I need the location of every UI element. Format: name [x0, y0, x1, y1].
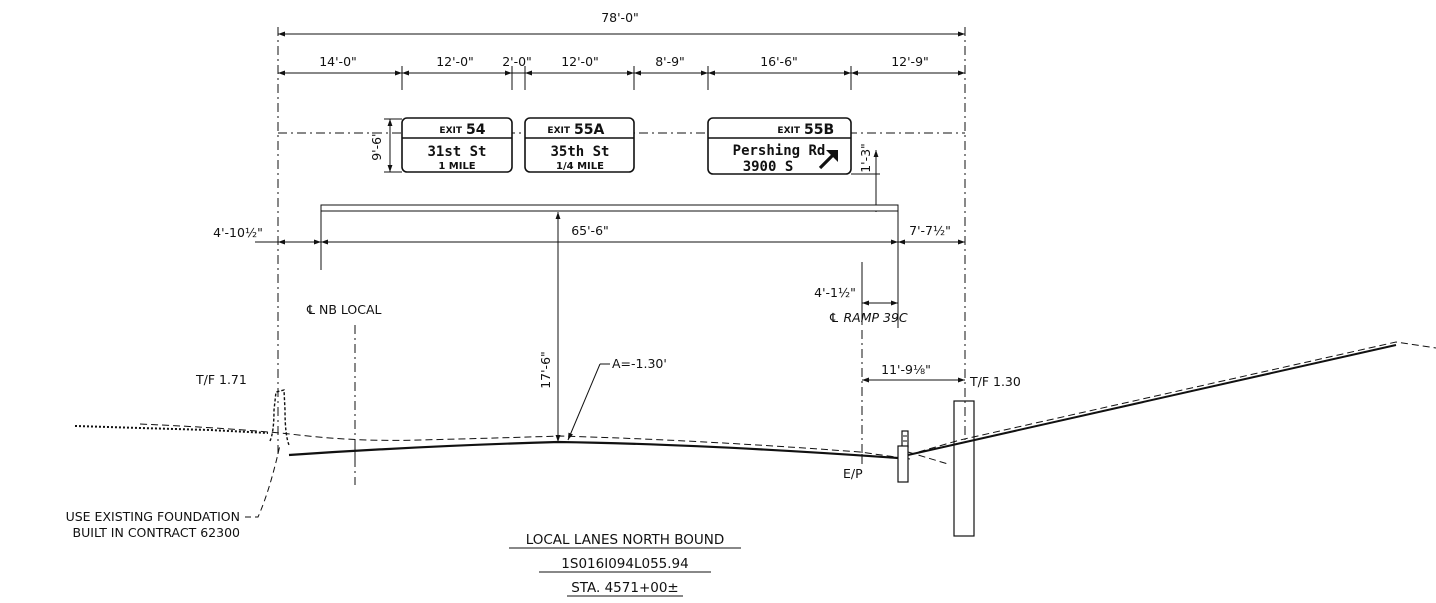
- title-line2: 1S016I094L055.94: [561, 556, 688, 572]
- edge-pavement-label: E/P: [843, 466, 863, 481]
- sign-destination: Pershing Rd: [733, 143, 826, 159]
- foundation-note: USE EXISTING FOUNDATION BUILT IN CONTRAC…: [66, 444, 281, 540]
- sign-destination: 31st St: [427, 144, 486, 160]
- roadway-profile: [74, 423, 911, 464]
- right-foundation: T/F 1.30: [953, 374, 1021, 537]
- up-right-arrow-icon: [818, 150, 838, 170]
- title-line1: LOCAL LANES NORTH BOUND: [526, 532, 725, 548]
- exit-number: 54: [466, 122, 486, 138]
- dim-label: 16'-6": [760, 54, 798, 69]
- sign-distance: 1 MILE: [438, 161, 475, 172]
- ramp-offset-label: 4'-1½": [814, 285, 856, 300]
- tf-right-label: T/F 1.30: [969, 374, 1021, 389]
- sign-offset-dimension: 1'-3": [851, 143, 880, 212]
- truss-dimension-row: 4'-10½" 65'-6" 7'-7½": [213, 223, 965, 245]
- clearance-note-label: A=-1.30': [612, 356, 667, 371]
- ramp-offset-dimension: 4'-1½" ℄ RAMP 39C: [814, 262, 908, 462]
- foundation-note-line2: BUILT IN CONTRACT 62300: [73, 525, 240, 540]
- sign-height-label: 9'-6": [369, 131, 384, 161]
- truss-length-label: 65'-6": [571, 223, 609, 238]
- sign-offset-label: 1'-3": [858, 143, 873, 173]
- truss: [320, 204, 899, 328]
- clearance-label: 17'-6": [538, 351, 553, 389]
- dim-label: 12'-0": [561, 54, 599, 69]
- left-offset-label: 4'-10½": [213, 225, 263, 240]
- sign-destination: 35th St: [550, 144, 609, 160]
- shoulder-offset-dimension: 11'-9⅛": [862, 362, 965, 383]
- dim-label: 2'-0": [502, 54, 532, 69]
- centerline-ramp-label: ℄ RAMP 39C: [828, 310, 908, 325]
- dim-label: 8'-9": [655, 54, 685, 69]
- barrier: [897, 430, 909, 483]
- centerline-nb-local: ℄ NB LOCAL: [306, 302, 382, 485]
- dim-label: 12'-0": [436, 54, 474, 69]
- left-foundation: T/F 1.71: [195, 372, 290, 446]
- exit-number: 55A: [574, 122, 604, 138]
- sign-route: 3900 S: [743, 159, 794, 175]
- title-block: LOCAL LANES NORTH BOUND 1S016I094L055.94…: [509, 532, 741, 597]
- sign-exit-55a: EXIT 55A 35th St 1/4 MILE: [524, 117, 635, 173]
- exit-number: 55B: [804, 122, 834, 138]
- right-offset-label: 7'-7½": [909, 223, 951, 238]
- foundation-note-line1: USE EXISTING FOUNDATION: [66, 509, 240, 524]
- dim-label: 14'-0": [319, 54, 357, 69]
- overall-width-dimension: 78'-0": [278, 10, 965, 37]
- sign-exit-55b: EXIT 55B Pershing Rd 3900 S: [707, 117, 852, 175]
- exit-label: EXIT: [547, 126, 570, 136]
- exit-label: EXIT: [777, 126, 800, 136]
- sign-distance: 1/4 MILE: [556, 161, 604, 172]
- clearance-dimension: 17'-6": [538, 212, 561, 442]
- sign-exit-54: EXIT 54 31st St 1 MILE: [401, 117, 513, 173]
- centerline-nb-label: ℄ NB LOCAL: [306, 302, 382, 317]
- dim-label: 12'-9": [891, 54, 929, 69]
- top-dimension-row: 14'-0" 12'-0" 2'-0" 12'-0" 8'-9" 16'-6" …: [278, 54, 965, 76]
- sign-height-dimension: 9'-6": [369, 118, 402, 173]
- overall-width-label: 78'-0": [601, 10, 639, 25]
- clearance-note: A=-1.30': [567, 356, 667, 441]
- title-line3: STA. 4571+00±: [571, 580, 679, 596]
- tf-left-label: T/F 1.71: [195, 372, 247, 387]
- shoulder-offset-label: 11'-9⅛": [881, 362, 931, 377]
- exit-label: EXIT: [439, 126, 462, 136]
- right-slope: [907, 341, 1436, 465]
